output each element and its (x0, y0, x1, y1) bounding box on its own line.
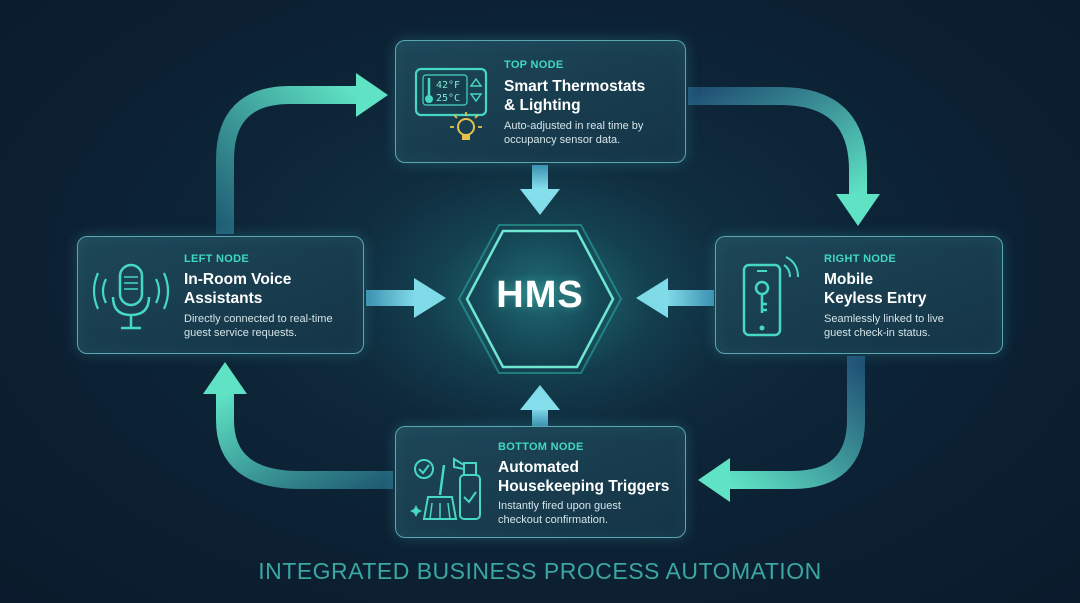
thermostat-temp-c: 25°C (436, 93, 460, 104)
hub-label: HMS (496, 274, 584, 316)
node-bottom-description: Instantly fired upon guest checkout conf… (498, 500, 621, 526)
hms-hub (457, 224, 623, 374)
microphone-icon (92, 263, 170, 330)
node-right-title: Mobile Keyless Entry (824, 271, 927, 307)
footer-caption: INTEGRATED BUSINESS PROCESS AUTOMATION (258, 558, 822, 584)
arrow-top-to-hub (520, 165, 560, 215)
broom-spray-icon (410, 457, 481, 520)
phone-key-icon (742, 256, 799, 337)
arrow-right-to-hub (636, 278, 714, 318)
node-top-title: Smart Thermostats & Lighting (504, 78, 646, 114)
node-bottom-title: Automated Housekeeping Triggers (498, 459, 670, 495)
node-bottom-tag: BOTTOM NODE (498, 441, 584, 453)
node-top-tag: TOP NODE (504, 59, 564, 71)
arrow-bottom-to-hub (520, 385, 560, 426)
node-top: 42°F 25°C TOP NODE Smart Thermostats & L… (395, 40, 686, 163)
arrow-left-to-hub (366, 278, 446, 318)
node-bottom: BOTTOM NODE Automated Housekeeping Trigg… (395, 426, 686, 538)
node-left-title: In-Room Voice Assistants (184, 271, 292, 307)
thermostat-lightbulb-icon: 42°F 25°C (414, 67, 488, 140)
arrow-bottom-to-left (203, 362, 393, 489)
node-left-description: Directly connected to real-time guest se… (184, 313, 333, 339)
node-right-tag: RIGHT NODE (824, 253, 897, 265)
node-left-tag: LEFT NODE (184, 253, 250, 265)
node-right: RIGHT NODE Mobile Keyless Entry Seamless… (715, 236, 1003, 354)
arrow-left-to-top (216, 73, 388, 234)
thermostat-temp-f: 42°F (436, 80, 460, 91)
arrow-right-to-bottom (698, 356, 865, 502)
node-right-description: Seamlessly linked to live guest check-in… (824, 313, 944, 339)
node-top-description: Auto-adjusted in real time by occupancy … (504, 120, 644, 146)
arrow-top-to-right (688, 87, 880, 226)
node-left: LEFT NODE In-Room Voice Assistants Direc… (77, 236, 364, 354)
